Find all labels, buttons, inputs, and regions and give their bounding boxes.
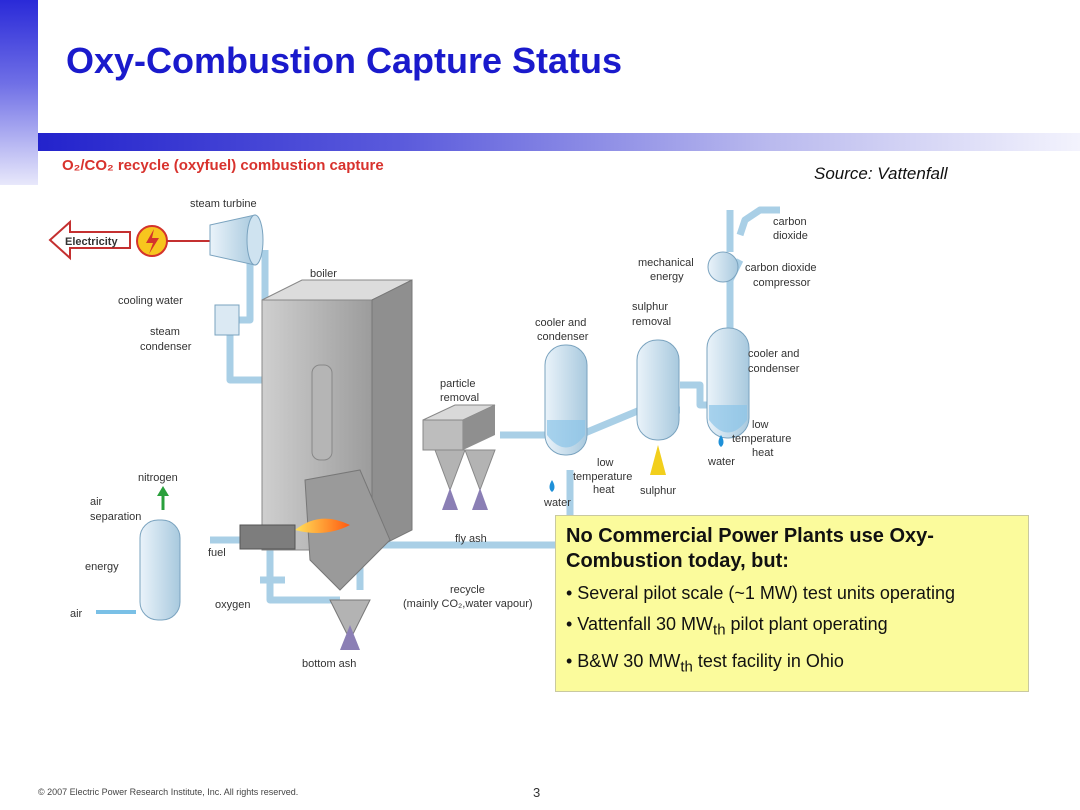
callout-heading: No Commercial Power Plants use Oxy-Combu… [566,525,934,572]
air-separation-unit [96,486,181,621]
steam-turbine [209,214,264,266]
sulphur-removal-unit [636,339,680,475]
bottom-ash-label: bottom ash [302,658,356,670]
heat-1-label: heat [593,484,614,496]
nitrogen-label: nitrogen [138,472,178,484]
water-drop-icon [549,480,555,492]
condenser-2-label: condenser [748,363,800,375]
removal-2-label: removal [632,316,671,328]
cooler-and-1-label: cooler and [535,317,586,329]
temperature-1-label: temperature [573,471,632,483]
boiler [239,279,413,650]
cooling-water-label: cooling water [118,295,183,307]
fuel-label: fuel [208,547,226,559]
water-1-label: water [543,497,571,509]
carbon-label: carbon [773,216,807,228]
callout-item-3: • B&W 30 MWth test facility in Ohio [566,650,844,676]
fly-ash-label: fly ash [455,533,487,545]
copyright-footer: © 2007 Electric Power Research Institute… [38,787,299,797]
diagram-caption: O₂/CO₂ recycle (oxyfuel) combustion capt… [62,157,384,174]
heat-2-label: heat [752,447,773,459]
page-number: 3 [533,785,541,800]
water-2-label: water [707,456,735,468]
low-1-label: low [597,457,614,469]
callout-item-1: • Several pilot scale (~1 MW) test units… [566,583,955,603]
energy-2-label: energy [650,271,684,283]
recycle-label: recycle [450,584,485,596]
co2-compressor-2-label: compressor [753,277,811,289]
condenser-label: condenser [140,341,192,353]
low-2-label: low [752,419,769,431]
condenser-1-label: condenser [537,331,589,343]
recycle-detail-label: (mainly CO₂,water vapour) [403,598,533,610]
water-drop-icon [718,435,724,447]
oxyfuel-process-diagram: Electricity steam turbine cooling water … [48,198,817,670]
particle-removal-label: removal [440,392,479,404]
particle-label: particle [440,378,475,390]
left-accent-bar [0,0,38,185]
electricity-arrow: Electricity [48,219,131,261]
callout-item-2: • Vattenfall 30 MWth pilot plant operati… [566,614,888,639]
boiler-label: boiler [310,268,337,280]
air-inlet-label: air [70,608,83,620]
dioxide-label: dioxide [773,230,808,242]
electricity-label: Electricity [65,236,118,248]
temperature-2-label: temperature [732,433,791,445]
slide-title: Oxy-Combustion Capture Status [66,40,623,81]
cooler-condenser-1 [544,344,588,456]
separation-label: separation [90,511,141,523]
co2-compressor [707,210,739,283]
title-rule [38,133,1080,151]
cooler-condenser-2 [706,327,750,439]
source-credit: Source: Vattenfall [814,164,948,183]
oxygen-label: oxygen [215,599,250,611]
steam-turbine-label: steam turbine [190,198,257,210]
steam-label: steam [150,326,180,338]
steam-condenser [214,304,240,336]
energy-label: energy [85,561,119,573]
particle-removal-unit [422,404,496,510]
status-callout: No Commercial Power Plants use Oxy-Combu… [555,515,1029,692]
mechanical-label: mechanical [638,257,694,269]
lightning-icon [136,225,168,257]
sulphur-1-label: sulphur [632,301,668,313]
air-label: air [90,496,103,508]
sulphur-2-label: sulphur [640,485,676,497]
cooler-and-2-label: cooler and [748,348,799,360]
co2-compressor-1-label: carbon dioxide [745,262,817,274]
